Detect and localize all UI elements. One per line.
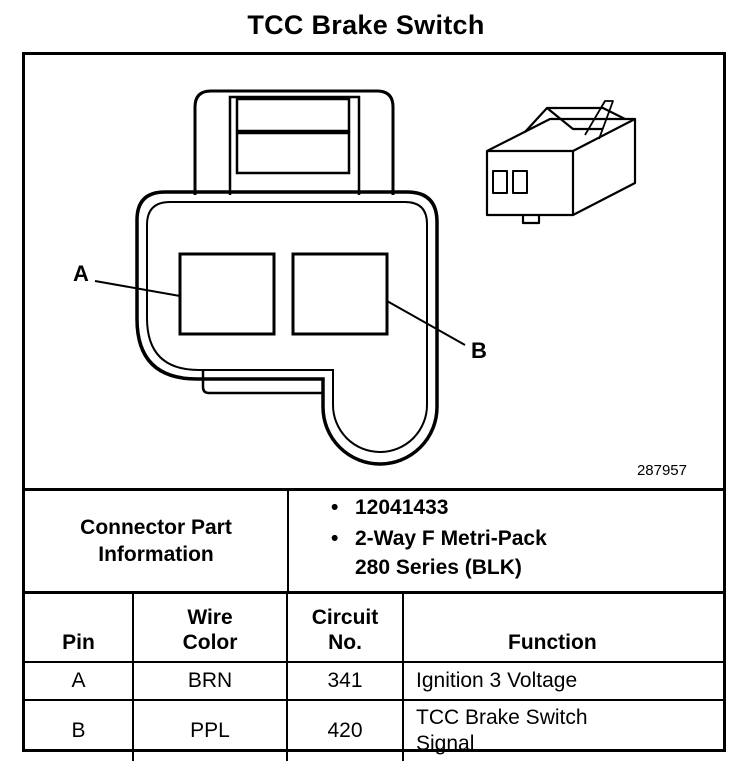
connector-drawing: A B xyxy=(73,89,637,466)
connector-type-line1: 2-Way F Metri-Pack xyxy=(355,527,547,550)
header-wire-line1: Wire xyxy=(187,606,233,629)
cell-function: Ignition 3 Voltage xyxy=(402,661,723,701)
connector-part-list: 12041433 2-Way F Metri-Pack 280 Series (… xyxy=(331,493,547,582)
leader-line-a xyxy=(94,280,181,297)
pin-table-header: Pin Wire Color Circuit No. Function xyxy=(25,591,723,663)
table-row: A BRN 341 Ignition 3 Voltage xyxy=(25,661,723,701)
leader-line-b xyxy=(386,300,466,346)
page-title: TCC Brake Switch xyxy=(247,10,485,40)
figure-number: 287957 xyxy=(636,462,687,479)
cell-circuit: 341 xyxy=(286,661,404,701)
header-circuit-line2: No. xyxy=(328,631,362,654)
cell-function-line2: Signal xyxy=(416,732,475,755)
connector-part-label-line1: Connector Part xyxy=(80,516,232,539)
cell-wire-color: BRN xyxy=(132,661,288,701)
header-circuit-no: Circuit No. xyxy=(286,591,404,663)
cell-pin: A xyxy=(25,661,134,701)
connector-housing xyxy=(135,190,439,466)
callout-a: A xyxy=(73,261,89,286)
connector-3d-view xyxy=(485,100,637,225)
part-number: 12041433 xyxy=(331,493,547,522)
connector-part-label: Connector Part Information xyxy=(25,491,289,591)
callout-b: B xyxy=(471,338,487,363)
cavity-a xyxy=(178,252,276,336)
connector-frame: A B 287957 Connector Part Information 12… xyxy=(22,52,726,761)
cell-function: TCC Brake Switch Signal xyxy=(402,699,723,761)
connector-type-line2: 280 Series (BLK) xyxy=(355,556,522,579)
header-wire-line2: Color xyxy=(182,631,238,654)
header-function: Function xyxy=(402,591,723,663)
header-circuit-line1: Circuit xyxy=(311,606,379,629)
connector-latch xyxy=(193,89,395,195)
table-row: B PPL 420 TCC Brake Switch Signal xyxy=(25,699,723,761)
connector-part-label-line2: Information xyxy=(98,543,214,566)
connector-type: 2-Way F Metri-Pack 280 Series (BLK) xyxy=(331,524,547,582)
cell-pin: B xyxy=(25,699,134,761)
header-pin: Pin xyxy=(25,591,134,663)
cell-circuit: 420 xyxy=(286,699,404,761)
cell-function-line1: TCC Brake Switch xyxy=(416,706,588,729)
cell-wire-color: PPL xyxy=(132,699,288,761)
cavity-b xyxy=(291,252,389,336)
pin-table: Pin Wire Color Circuit No. Function A BR… xyxy=(25,591,723,761)
header-wire-color: Wire Color xyxy=(132,591,288,663)
connector-part-info: Connector Part Information 12041433 2-Wa… xyxy=(25,488,723,594)
